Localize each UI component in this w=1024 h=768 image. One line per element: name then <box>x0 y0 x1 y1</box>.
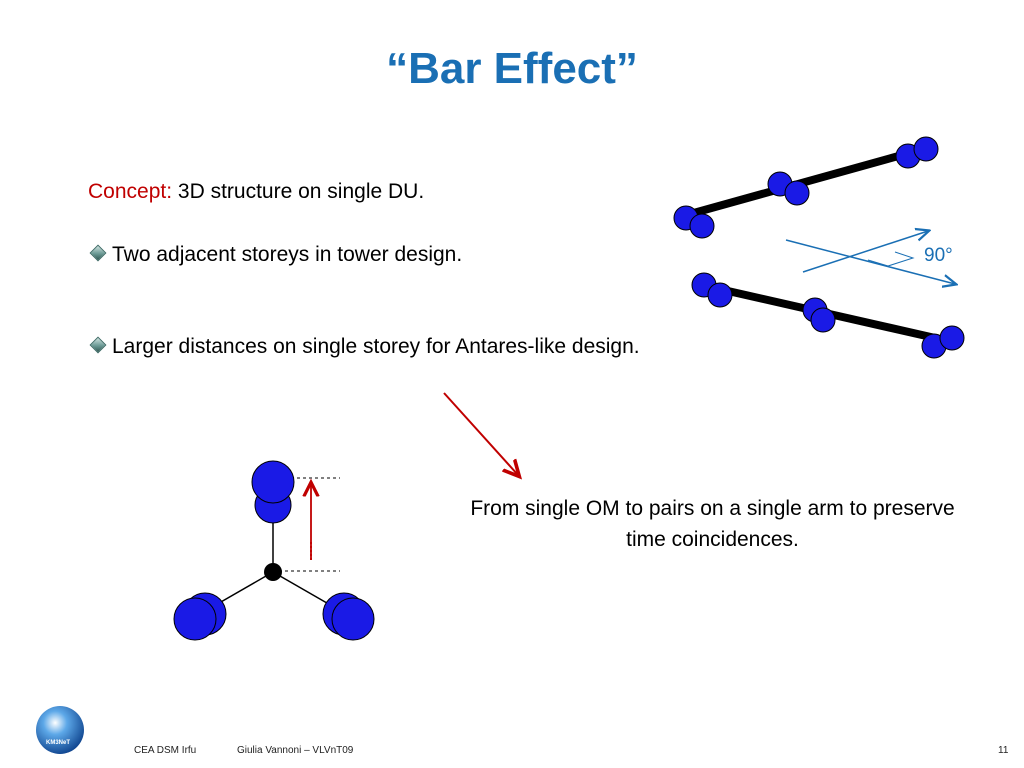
axis-arrow <box>802 231 928 273</box>
angle-label: 90° <box>924 245 953 266</box>
storey-node <box>264 563 282 581</box>
upper-storey-bar <box>673 136 939 239</box>
right-angle-mark <box>867 251 915 267</box>
om-sphere <box>689 213 715 239</box>
om-sphere <box>939 325 965 351</box>
axis-arrow <box>785 239 955 284</box>
om-sphere <box>913 136 939 162</box>
logo-text: KM3NeT <box>46 740 71 746</box>
om-sphere <box>707 282 733 308</box>
red-pointer-arrow <box>443 392 518 475</box>
right-angle-indicator: 90° <box>785 231 955 284</box>
concept-text: 3D structure on single DU. <box>172 180 425 203</box>
caption-text: From single OM to pairs on a single arm … <box>470 497 955 551</box>
footer-center: Giulia Vannoni – VLVnT09 <box>237 745 354 756</box>
footer-left: CEA DSM Irfu <box>134 745 197 756</box>
om-sphere <box>173 597 217 641</box>
om-sphere <box>784 180 810 206</box>
slide-title: “Bar Effect” <box>386 44 638 93</box>
om-sphere <box>331 597 375 641</box>
bullet-text: Larger distances on single storey for An… <box>112 335 640 358</box>
bullet-item: Larger distances on single storey for An… <box>88 331 648 363</box>
km3net-logo <box>36 706 84 754</box>
om-sphere <box>251 460 295 504</box>
page-number: 11 <box>998 745 1009 756</box>
bullet-item: Two adjacent storeys in tower design. <box>88 239 648 271</box>
logo-globe-icon <box>36 706 84 754</box>
om-sphere <box>810 307 836 333</box>
bullet-text: Two adjacent storeys in tower design. <box>112 243 463 266</box>
bar-line <box>688 146 922 218</box>
concept-line: Concept: 3D structure on single DU. <box>88 180 424 204</box>
lower-storey-bar <box>691 272 965 359</box>
single-storey-diagram <box>173 460 375 641</box>
concept-label: Concept: <box>88 180 173 203</box>
